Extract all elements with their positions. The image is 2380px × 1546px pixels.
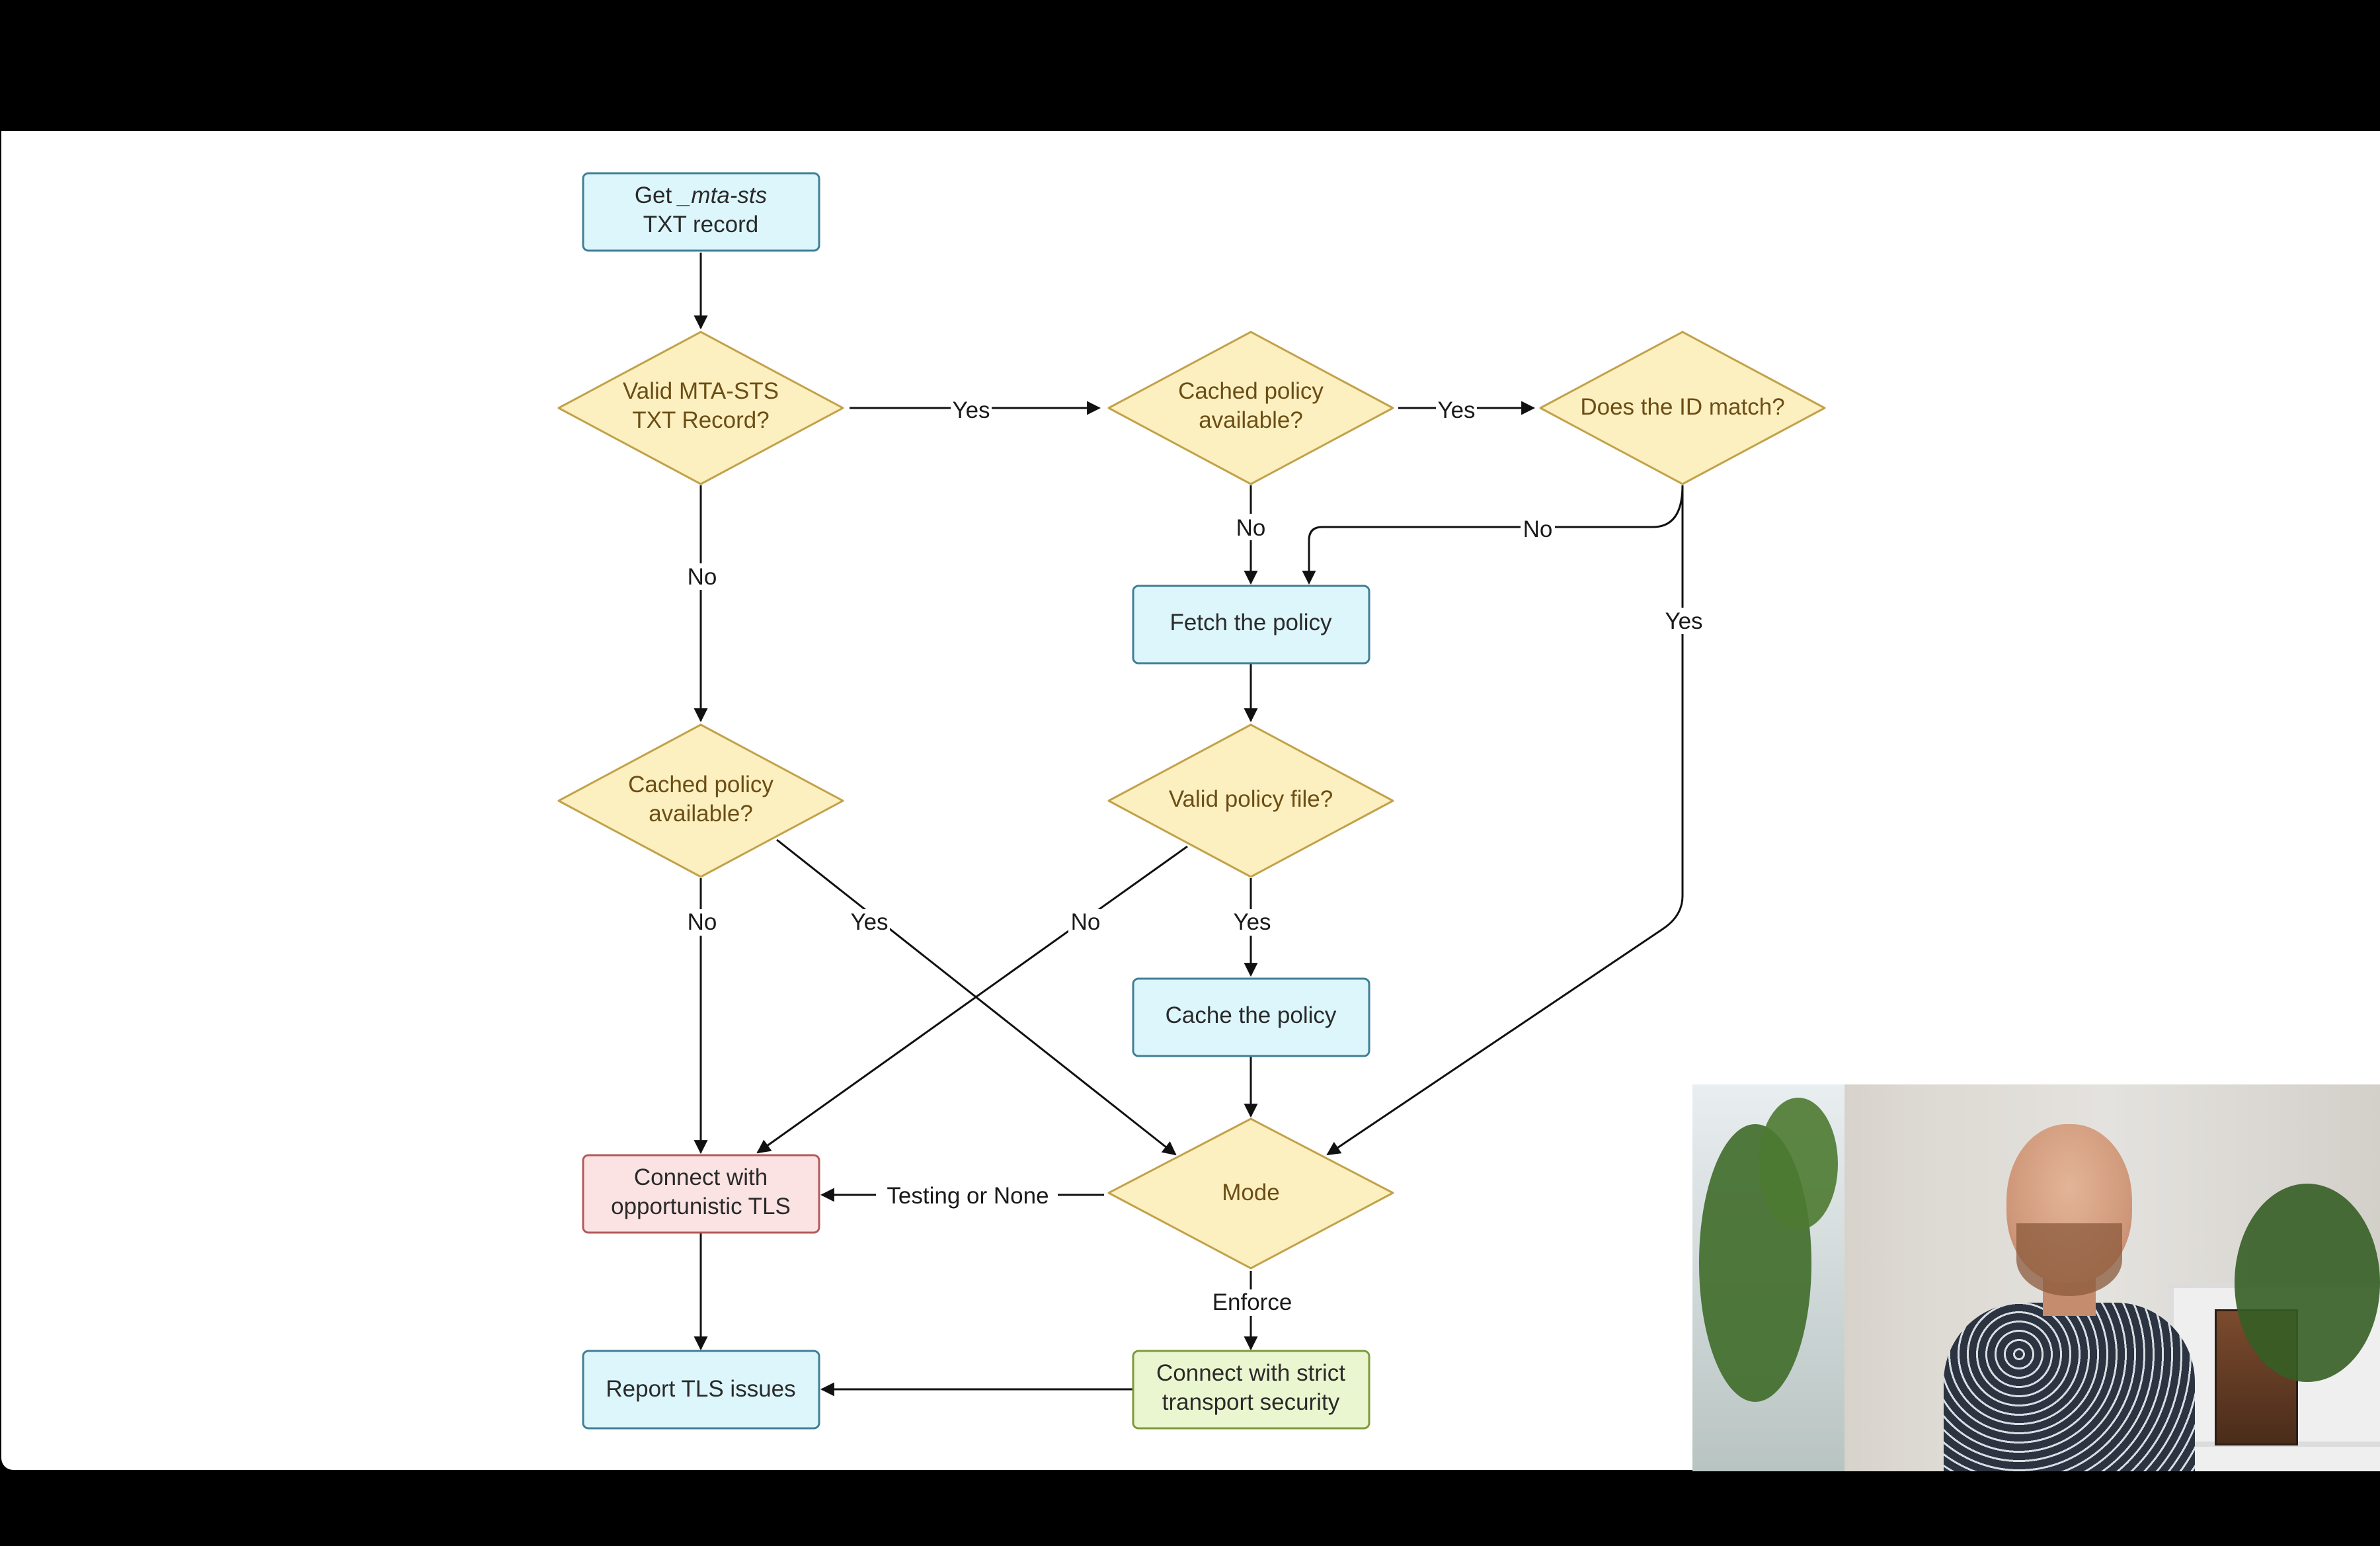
label-mode-testing: Testing or None (887, 1183, 1049, 1209)
label-file-no: No (1071, 909, 1101, 935)
decision-diamond (1107, 1118, 1394, 1270)
label-id-yes: Yes (1665, 608, 1702, 634)
label-cached-top-no: No (1236, 515, 1266, 541)
decision-diamond (557, 331, 844, 485)
decision-diamond (557, 723, 844, 878)
label-cached-top-yes: Yes (1437, 397, 1475, 423)
node-text: available? (649, 801, 753, 827)
process-box (1132, 585, 1370, 665)
presenter-video (1692, 1084, 2380, 1471)
node-text: Fetch the policy (1170, 610, 1332, 635)
node-text: Cached policy (1178, 378, 1324, 404)
node-text: Get (635, 183, 678, 208)
node-text-italic: _mta-sts (676, 183, 767, 208)
presenter-shirt (1944, 1303, 2195, 1471)
node-fetch-policy: Fetch the policy (1132, 585, 1370, 665)
node-cached-policy-left: Cached policy available? (557, 723, 844, 878)
decision-diamond (1107, 723, 1394, 878)
warning-box (582, 1154, 820, 1234)
node-report-tls: Report TLS issues (582, 1350, 820, 1430)
node-text: TXT Record? (632, 407, 770, 433)
node-mode: Mode (1107, 1118, 1394, 1270)
label-cached-left-yes: Yes (850, 909, 888, 935)
presenter-beard (2016, 1223, 2122, 1296)
node-cached-policy-top: Cached policy available? (1107, 331, 1394, 485)
node-text: Does the ID match? (1580, 394, 1784, 420)
plant-left-leaves (1759, 1098, 1838, 1230)
edge-id-yes (1326, 485, 1684, 1156)
node-valid-txt-record: Valid MTA-STS TXT Record? (557, 331, 844, 485)
node-id-match: Does the ID match? (1539, 331, 1826, 485)
success-box (1132, 1350, 1370, 1430)
presenter (1944, 1111, 2195, 1471)
node-text: Mode (1222, 1180, 1280, 1205)
node-valid-policy-file: Valid policy file? (1107, 723, 1394, 878)
node-strict-transport: Connect with strict transport security (1132, 1350, 1370, 1430)
label-valid-no: No (688, 564, 717, 590)
process-box (1132, 977, 1370, 1057)
node-text: TXT record (643, 212, 758, 237)
node-text: transport security (1162, 1389, 1340, 1415)
label-id-no: No (1523, 516, 1553, 542)
decision-diamond (1107, 331, 1394, 485)
node-text: Valid MTA-STS (623, 378, 779, 404)
node-cache-policy: Cache the policy (1132, 977, 1370, 1057)
label-valid-yes: Yes (952, 397, 990, 423)
node-opportunistic-tls: Connect with opportunistic TLS (582, 1154, 820, 1234)
plant-right (2235, 1184, 2380, 1382)
process-box (582, 1350, 820, 1430)
node-text: Report TLS issues (606, 1376, 795, 1402)
decision-diamond (1539, 331, 1826, 485)
edge-id-no (1302, 485, 1684, 585)
svg-text:Get _mta-sts: Get _mta-sts (635, 183, 767, 208)
label-mode-enforce: Enforce (1212, 1289, 1292, 1315)
edge-labels: Yes Yes No No Yes No No Yes No Yes Testi… (684, 395, 1703, 1316)
label-file-yes: Yes (1233, 909, 1271, 935)
node-text: Cache the policy (1166, 1002, 1337, 1028)
node-text: Valid policy file? (1169, 786, 1333, 812)
process-box (582, 172, 820, 252)
node-text: Cached policy (628, 772, 774, 797)
node-text: Connect with strict (1156, 1360, 1345, 1386)
node-text: opportunistic TLS (611, 1194, 791, 1219)
edge-file-no (756, 845, 1188, 1154)
node-text: available? (1199, 407, 1303, 433)
node-get-txt-record: Get _mta-sts TXT record (582, 172, 820, 252)
label-cached-left-no: No (688, 909, 717, 935)
node-text: Connect with (634, 1164, 768, 1190)
